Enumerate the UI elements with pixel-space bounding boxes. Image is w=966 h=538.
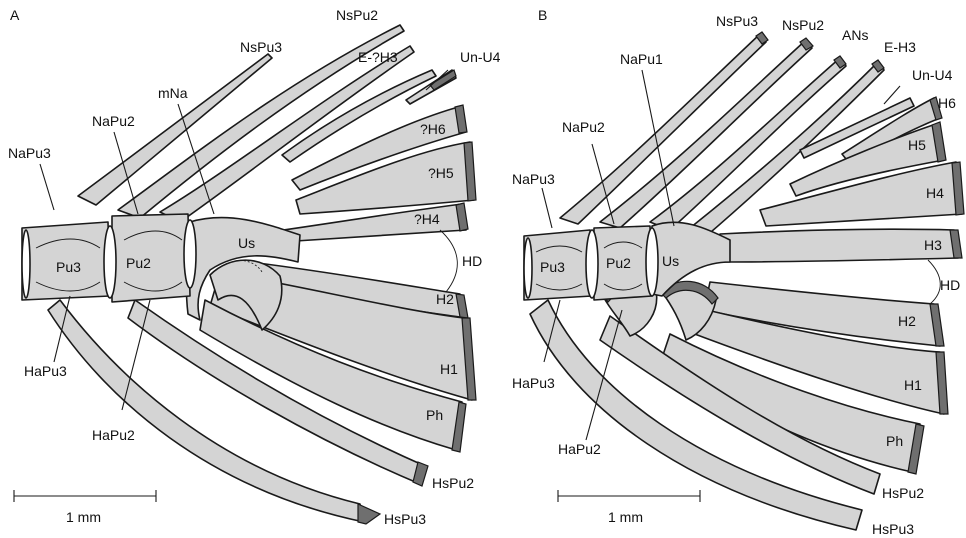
a-label-h1: H1 <box>440 361 458 377</box>
b-label-hspu2: HsPu2 <box>882 485 924 501</box>
b-label-un-u4: Un-U4 <box>912 67 953 83</box>
b-label-h4: H4 <box>926 185 944 201</box>
b-hd-bracket <box>928 260 940 304</box>
panel-b-letter: B <box>538 7 547 23</box>
a-label-h2: H2 <box>436 291 454 307</box>
a-label-e-h3: E-?H3 <box>358 49 398 65</box>
a-pu2-centrum <box>112 214 190 302</box>
a-hspu3-tip <box>358 504 380 524</box>
panel-a-letter: A <box>10 7 20 23</box>
a-label-pu3: Pu3 <box>56 259 81 275</box>
a-label-un-u4: Un-U4 <box>460 49 501 65</box>
a-label-mna: mNa <box>158 85 188 101</box>
a-scale-label: 1 mm <box>66 509 101 525</box>
b-label-e-h3: E-H3 <box>884 39 916 55</box>
b-label-pu3: Pu3 <box>540 259 565 275</box>
a-label-hapu3: HaPu3 <box>24 363 67 379</box>
a-label-hapu2: HaPu2 <box>92 427 135 443</box>
b-scale-bar <box>558 490 700 502</box>
b-pu3-joint <box>524 238 532 298</box>
a-scale-bar <box>14 490 156 502</box>
b-label-nspu2: NsPu2 <box>782 17 824 33</box>
a-label-h6: ?H6 <box>420 121 446 137</box>
a-label-pu2: Pu2 <box>126 255 151 271</box>
a-label-hd: HD <box>462 253 482 269</box>
a-pu3-joint <box>22 230 30 298</box>
panel-b: B <box>512 7 964 537</box>
b-label-hapu3: HaPu3 <box>512 375 555 391</box>
b-label-ph: Ph <box>886 433 903 449</box>
a-label-h4: ?H4 <box>414 211 440 227</box>
a-label-napu2: NaPu2 <box>92 113 135 129</box>
b-us-joint <box>646 228 658 296</box>
a-label-nspu2: NsPu2 <box>336 7 378 23</box>
b-label-ans: ANs <box>842 27 868 43</box>
a-label-napu3: NaPu3 <box>8 145 51 161</box>
b-label-napu3: NaPu3 <box>512 171 555 187</box>
panel-a: A <box>8 7 501 527</box>
b-h3-bone <box>720 229 958 262</box>
b-label-h1: H1 <box>904 377 922 393</box>
b-label-napu1: NaPu1 <box>620 51 663 67</box>
b-label-h5: H5 <box>908 137 926 153</box>
b-label-pu2: Pu2 <box>606 255 631 271</box>
a-label-ph: Ph <box>426 407 443 423</box>
a-label-us: Us <box>238 235 255 251</box>
b-label-h3: H3 <box>924 237 942 253</box>
b-label-h2: H2 <box>898 313 916 329</box>
a-hd-bracket <box>440 230 457 292</box>
a-label-hspu3: HsPu3 <box>384 511 426 527</box>
a-pu2-joint <box>104 226 116 298</box>
b-label-napu2: NaPu2 <box>562 119 605 135</box>
b-label-hapu2: HaPu2 <box>558 441 601 457</box>
b-pu2-joint <box>586 230 598 298</box>
a-label-h5: ?H5 <box>428 165 454 181</box>
b-label-hspu3: HsPu3 <box>872 521 914 537</box>
b-label-us: Us <box>662 253 679 269</box>
b-label-nspu3: NsPu3 <box>716 13 758 29</box>
a-us-joint <box>184 220 196 288</box>
b-nspu2-bone <box>600 40 812 228</box>
b-label-hd: HD <box>940 277 960 293</box>
b-label-h6: H6 <box>938 95 956 111</box>
b-scale-label: 1 mm <box>608 509 643 525</box>
a-label-nspu3: NsPu3 <box>240 39 282 55</box>
a-label-hspu2: HsPu2 <box>432 475 474 491</box>
